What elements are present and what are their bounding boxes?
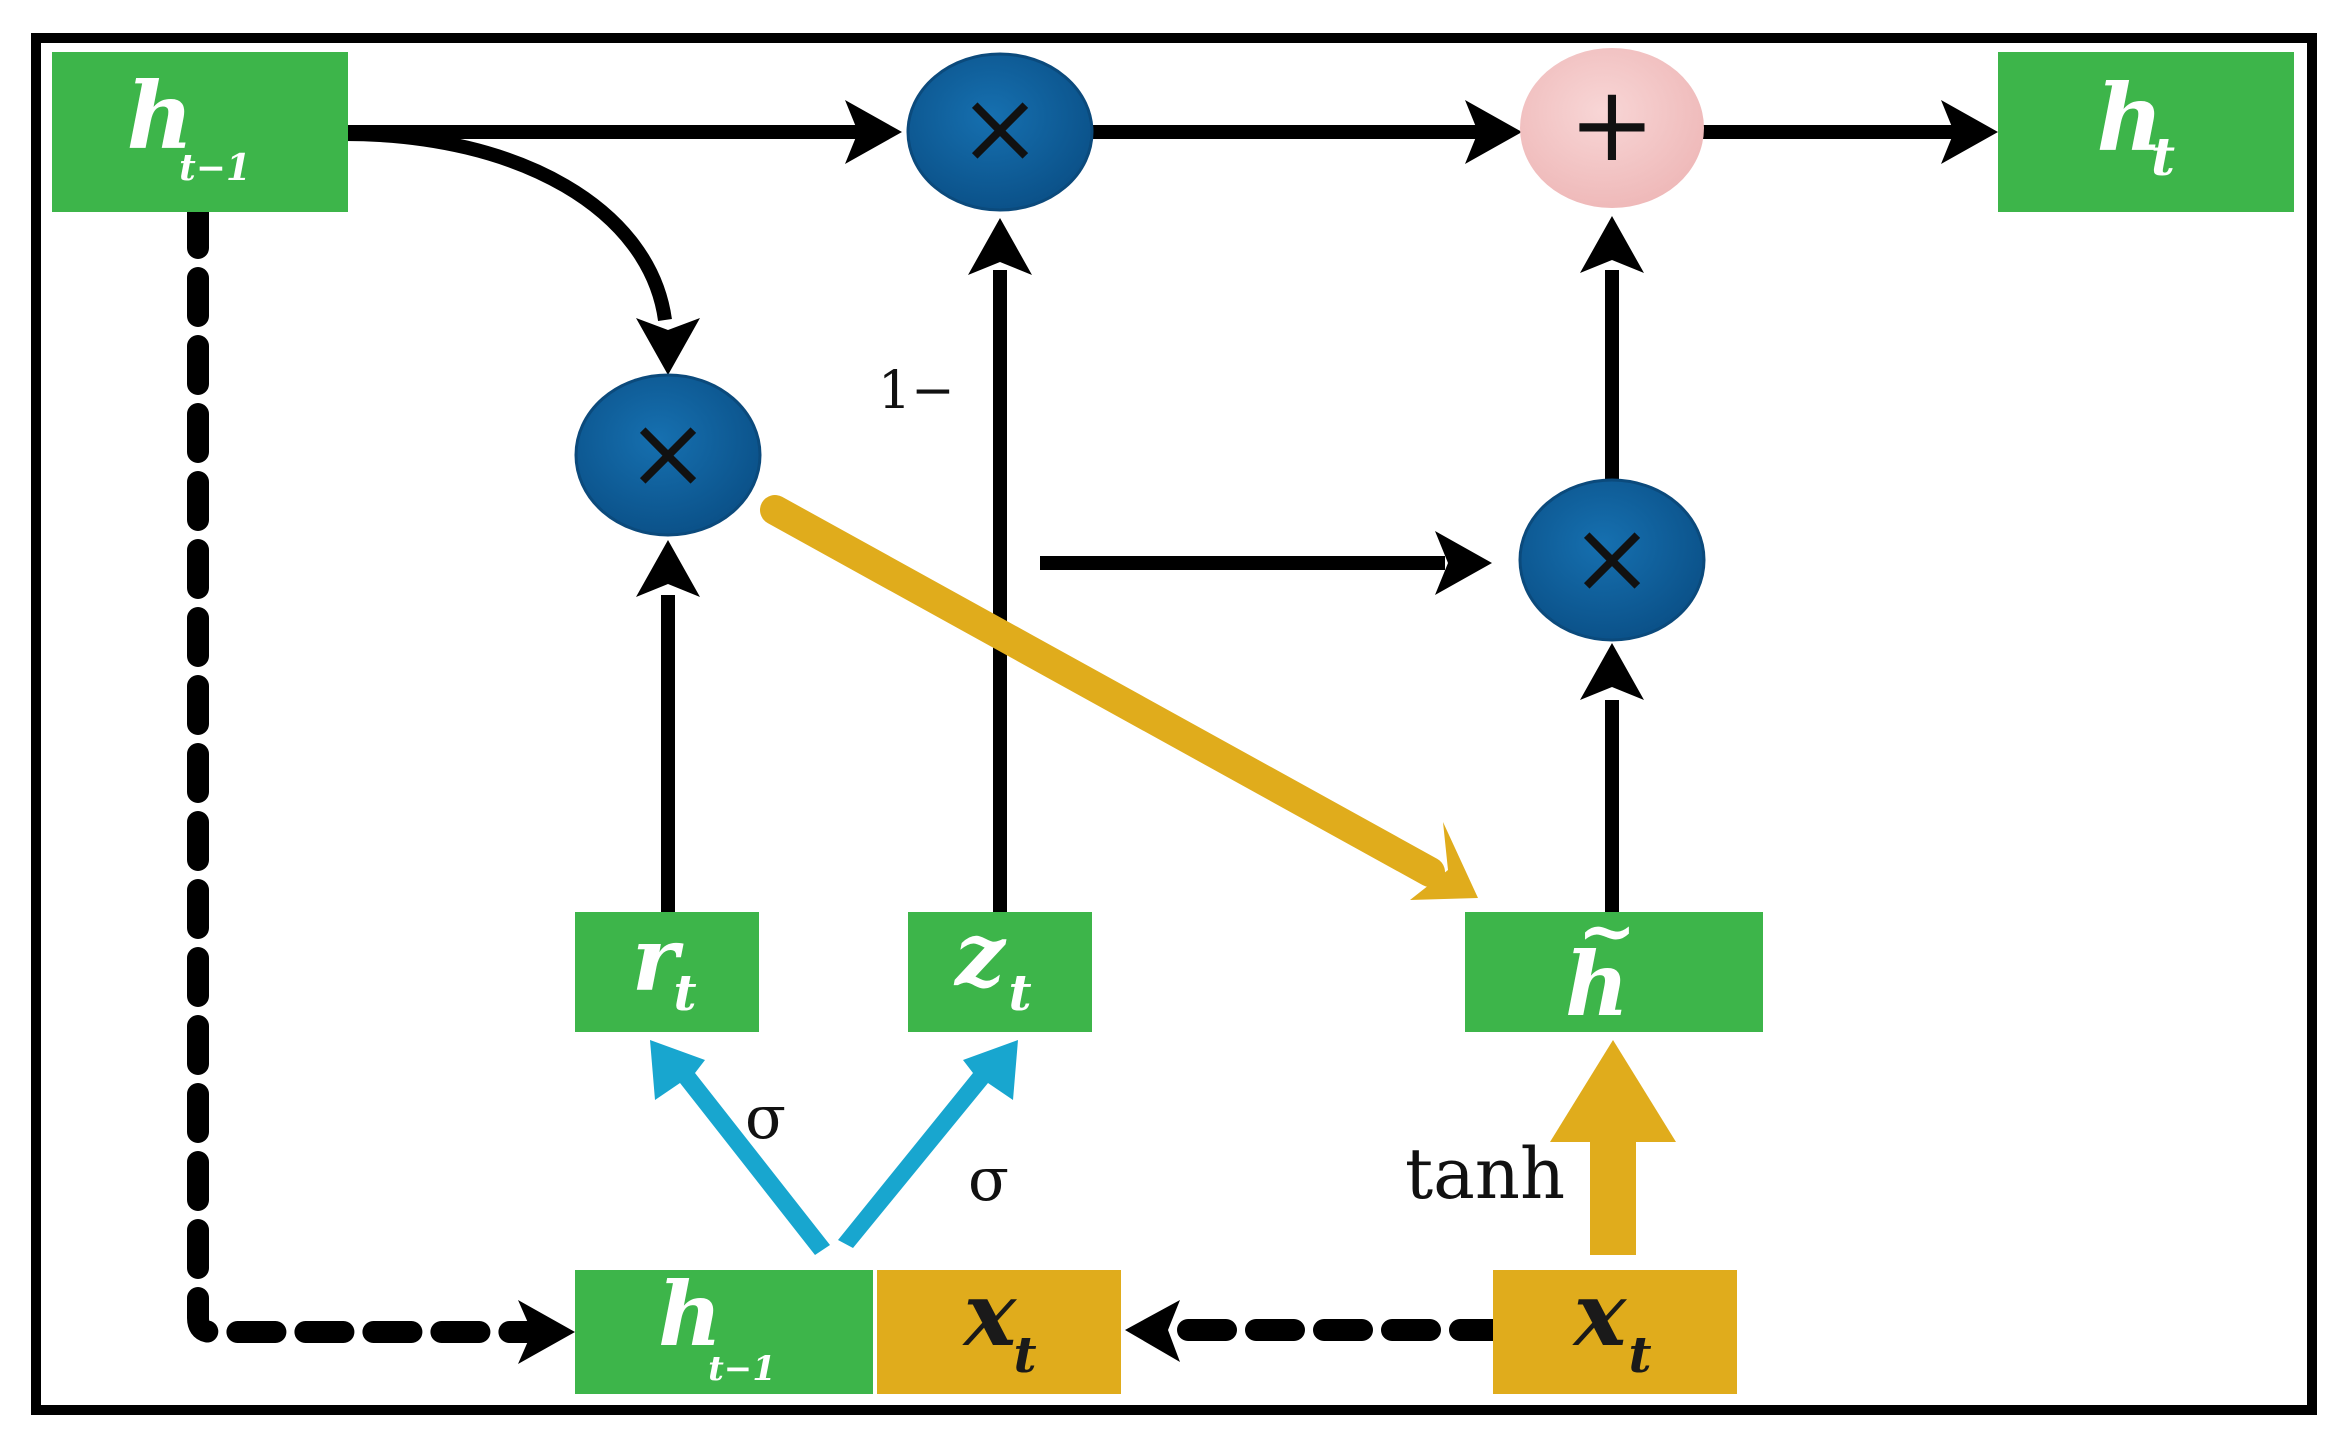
- op-multiply-right: [1518, 478, 1706, 642]
- node-r-t-main: r: [632, 907, 684, 1011]
- op-add-symbol: +: [1568, 63, 1655, 185]
- node-h-prev-bottom: [575, 1270, 873, 1394]
- node-r-t: [575, 912, 759, 1032]
- node-h-tilde-main: h: [1565, 932, 1629, 1036]
- op-multiply-reset-symbol: ×: [626, 394, 710, 511]
- arrow-reset-mult-to-htilde-head: [1410, 822, 1478, 900]
- arrow-right-mult-to-add-head: [1580, 216, 1644, 273]
- node-z-t: [908, 912, 1092, 1032]
- node-h-t-sub: t: [2151, 127, 2175, 188]
- arrow-hprev-to-reset-mult: [344, 127, 672, 321]
- arrow-sigma-to-zt: [838, 1040, 1018, 1248]
- node-h-tilde: [1465, 912, 1763, 1032]
- op-multiply-top: [906, 52, 1094, 212]
- arrow-zt-to-top-mult-head: [968, 218, 1032, 275]
- arrow-top-mult-to-add-head: [1465, 100, 1522, 164]
- node-x-t-concat: [877, 1270, 1121, 1394]
- arrow-rt-to-reset-mult-head: [636, 540, 700, 597]
- label-sigma-r: σ: [745, 1083, 786, 1153]
- label-sigma-z: σ: [968, 1145, 1009, 1215]
- node-r-t-sub: t: [673, 963, 696, 1022]
- arrow-reset-mult-to-htilde: [760, 495, 1445, 887]
- node-h-prev-bottom-main: h: [658, 1262, 722, 1366]
- node-h-t-main: h: [2097, 64, 2164, 172]
- arrow-htilde-to-right-mult-head: [1580, 643, 1644, 700]
- op-add: [1520, 48, 1704, 208]
- arrow-hprev-to-top-mult-head: [845, 100, 902, 164]
- op-multiply-reset: [574, 373, 762, 537]
- node-h-prev-top: [52, 52, 348, 212]
- op-multiply-right-symbol: ×: [1570, 499, 1654, 616]
- node-x-t-concat-main: x: [962, 1262, 1018, 1366]
- node-x-t-input-sub: t: [1628, 1325, 1651, 1384]
- node-z-t-main: z: [953, 902, 1007, 1006]
- node-h-prev-top-sub: t−1: [179, 147, 251, 189]
- arrow-zt-to-right-mult-head: [1435, 531, 1492, 595]
- arrow-sigma-to-rt: [650, 1040, 830, 1255]
- arrow-hprev-to-reset-mult-head: [636, 318, 700, 375]
- label-one-minus: 1−: [878, 361, 955, 421]
- dashed-arrow-hprev-head: [518, 1300, 575, 1364]
- arrow-tanh-shaft: [1590, 1140, 1636, 1255]
- arrow-tanh-head: [1550, 1040, 1676, 1142]
- node-h-t: [1998, 52, 2294, 212]
- node-h-tilde-accent: ~: [1578, 889, 1637, 972]
- dashed-arrow-hprev-to-concat: [187, 199, 551, 1343]
- dashed-arrow-xt-head: [1125, 1300, 1180, 1362]
- node-h-prev-top-main: h: [127, 62, 194, 170]
- op-multiply-top-symbol: ×: [958, 69, 1042, 186]
- node-x-t-input-main: x: [1572, 1262, 1628, 1366]
- node-x-t-concat-sub: t: [1013, 1325, 1036, 1384]
- node-h-prev-bottom-sub: t−1: [708, 1349, 776, 1389]
- label-tanh: tanh: [1405, 1133, 1565, 1215]
- arrow-add-to-ht-head: [1941, 100, 1998, 164]
- node-z-t-sub: t: [1008, 963, 1031, 1022]
- node-x-t-input: [1493, 1270, 1737, 1394]
